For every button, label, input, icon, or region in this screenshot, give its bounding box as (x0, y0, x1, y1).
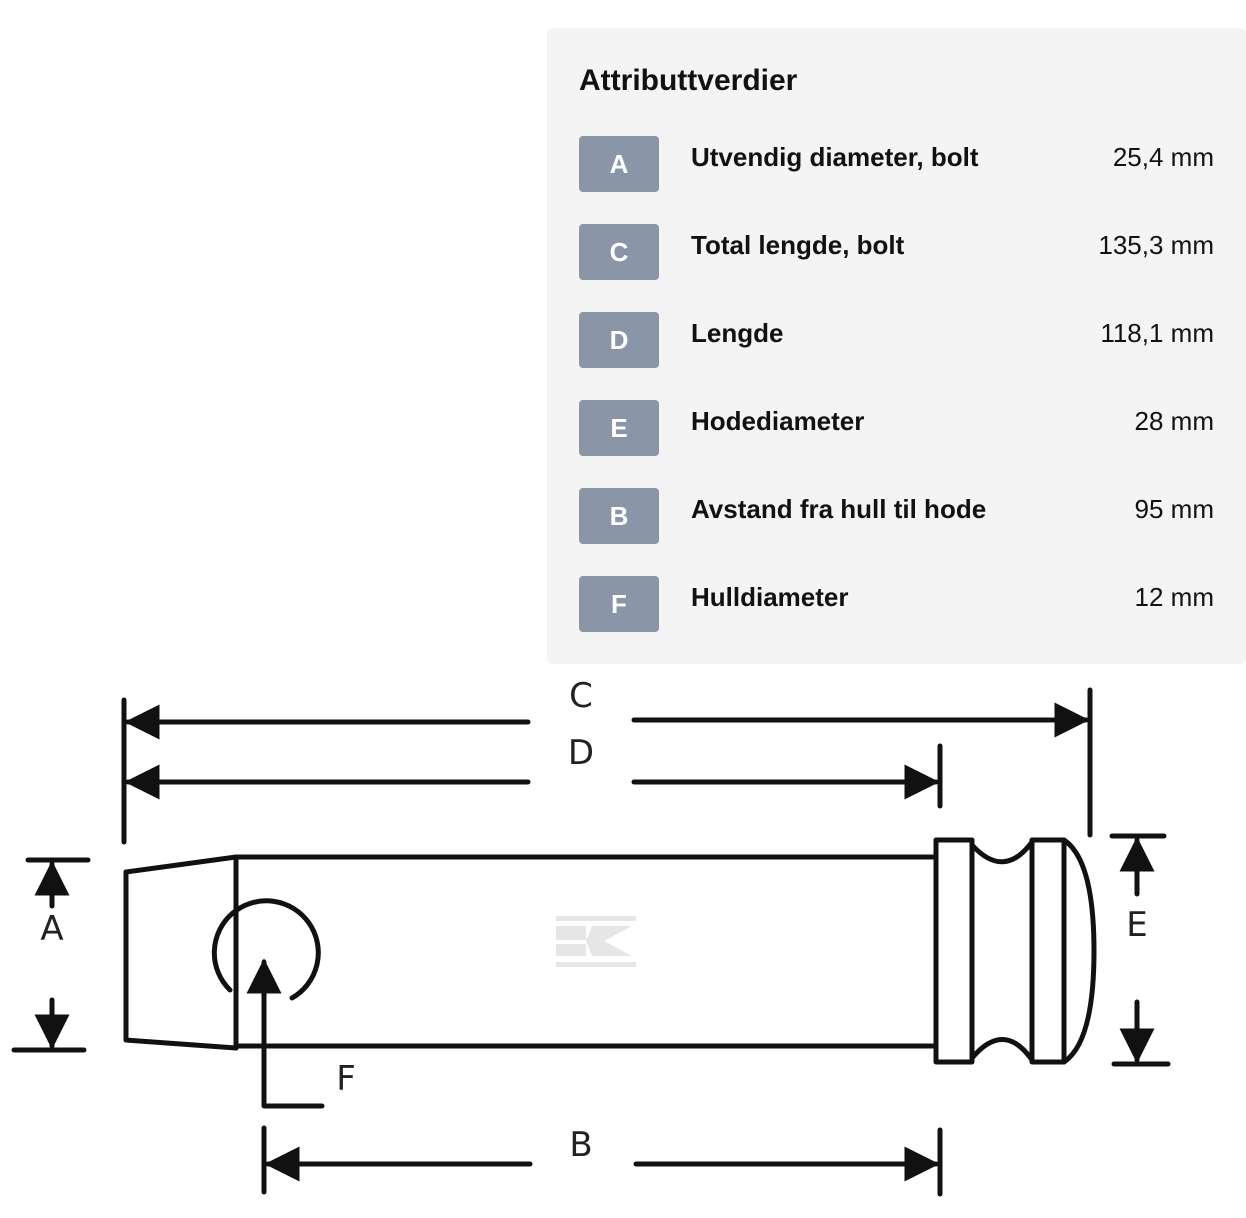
leader-line-f (246, 958, 325, 1109)
bolt-dimension-diagram: C D A E F B (11, 676, 1171, 1197)
bolt-chamfer-tip (123, 854, 239, 1051)
attribute-row-c: C Total lengde, bolt 135,3 mm (579, 224, 1214, 280)
attribute-key-badge: C (579, 224, 659, 280)
bolt-head-ring (1029, 837, 1067, 1065)
attribute-panel: Attributtverdier A Utvendig diameter, bo… (547, 28, 1246, 664)
attribute-value: 25,4 mm (1112, 142, 1214, 172)
attribute-label: Avstand fra hull til hode (691, 494, 987, 524)
attribute-row-b: B Avstand fra hull til hode 95 mm (579, 488, 1214, 544)
dimension-label-a: A (40, 909, 63, 949)
attribute-label: Lengde (691, 318, 784, 348)
watermark-logo (556, 916, 636, 967)
bolt-neck (969, 839, 1035, 1063)
attribute-list: A Utvendig diameter, bolt 25,4 mm C Tota… (579, 136, 1214, 664)
attribute-row-f: F Hulldiameter 12 mm (579, 576, 1214, 632)
attribute-key-badge: F (579, 576, 659, 632)
bolt-head-dome (1061, 837, 1097, 1065)
attribute-value: 28 mm (1134, 406, 1214, 436)
attribute-value: 118,1 mm (1100, 318, 1214, 348)
attribute-row-a: A Utvendig diameter, bolt 25,4 mm (579, 136, 1214, 192)
attribute-label: Hulldiameter (691, 582, 849, 612)
attribute-value: 12 mm (1134, 582, 1214, 612)
cross-hole (211, 898, 321, 1001)
dimension-label-c: C (569, 676, 593, 716)
attribute-key-badge: E (579, 400, 659, 456)
dimension-label-b: B (569, 1125, 592, 1165)
panel-title: Attributtverdier (579, 64, 798, 97)
attribute-value: 95 mm (1134, 494, 1214, 524)
dimension-label-e: E (1126, 905, 1147, 945)
attribute-key-badge: A (579, 136, 659, 192)
bolt-collar (933, 837, 975, 1065)
attribute-label: Total lengde, bolt (691, 230, 905, 260)
attribute-label: Hodediameter (691, 406, 865, 436)
attribute-value: 135,3 mm (1098, 230, 1214, 260)
dimension-label-f: F (336, 1059, 356, 1099)
attribute-row-d: D Lengde 118,1 mm (579, 312, 1214, 368)
attribute-key-badge: D (579, 312, 659, 368)
dimension-label-d: D (568, 733, 594, 773)
attribute-row-e: E Hodediameter 28 mm (579, 400, 1214, 456)
attribute-key-badge: B (579, 488, 659, 544)
attribute-label: Utvendig diameter, bolt (691, 142, 979, 172)
